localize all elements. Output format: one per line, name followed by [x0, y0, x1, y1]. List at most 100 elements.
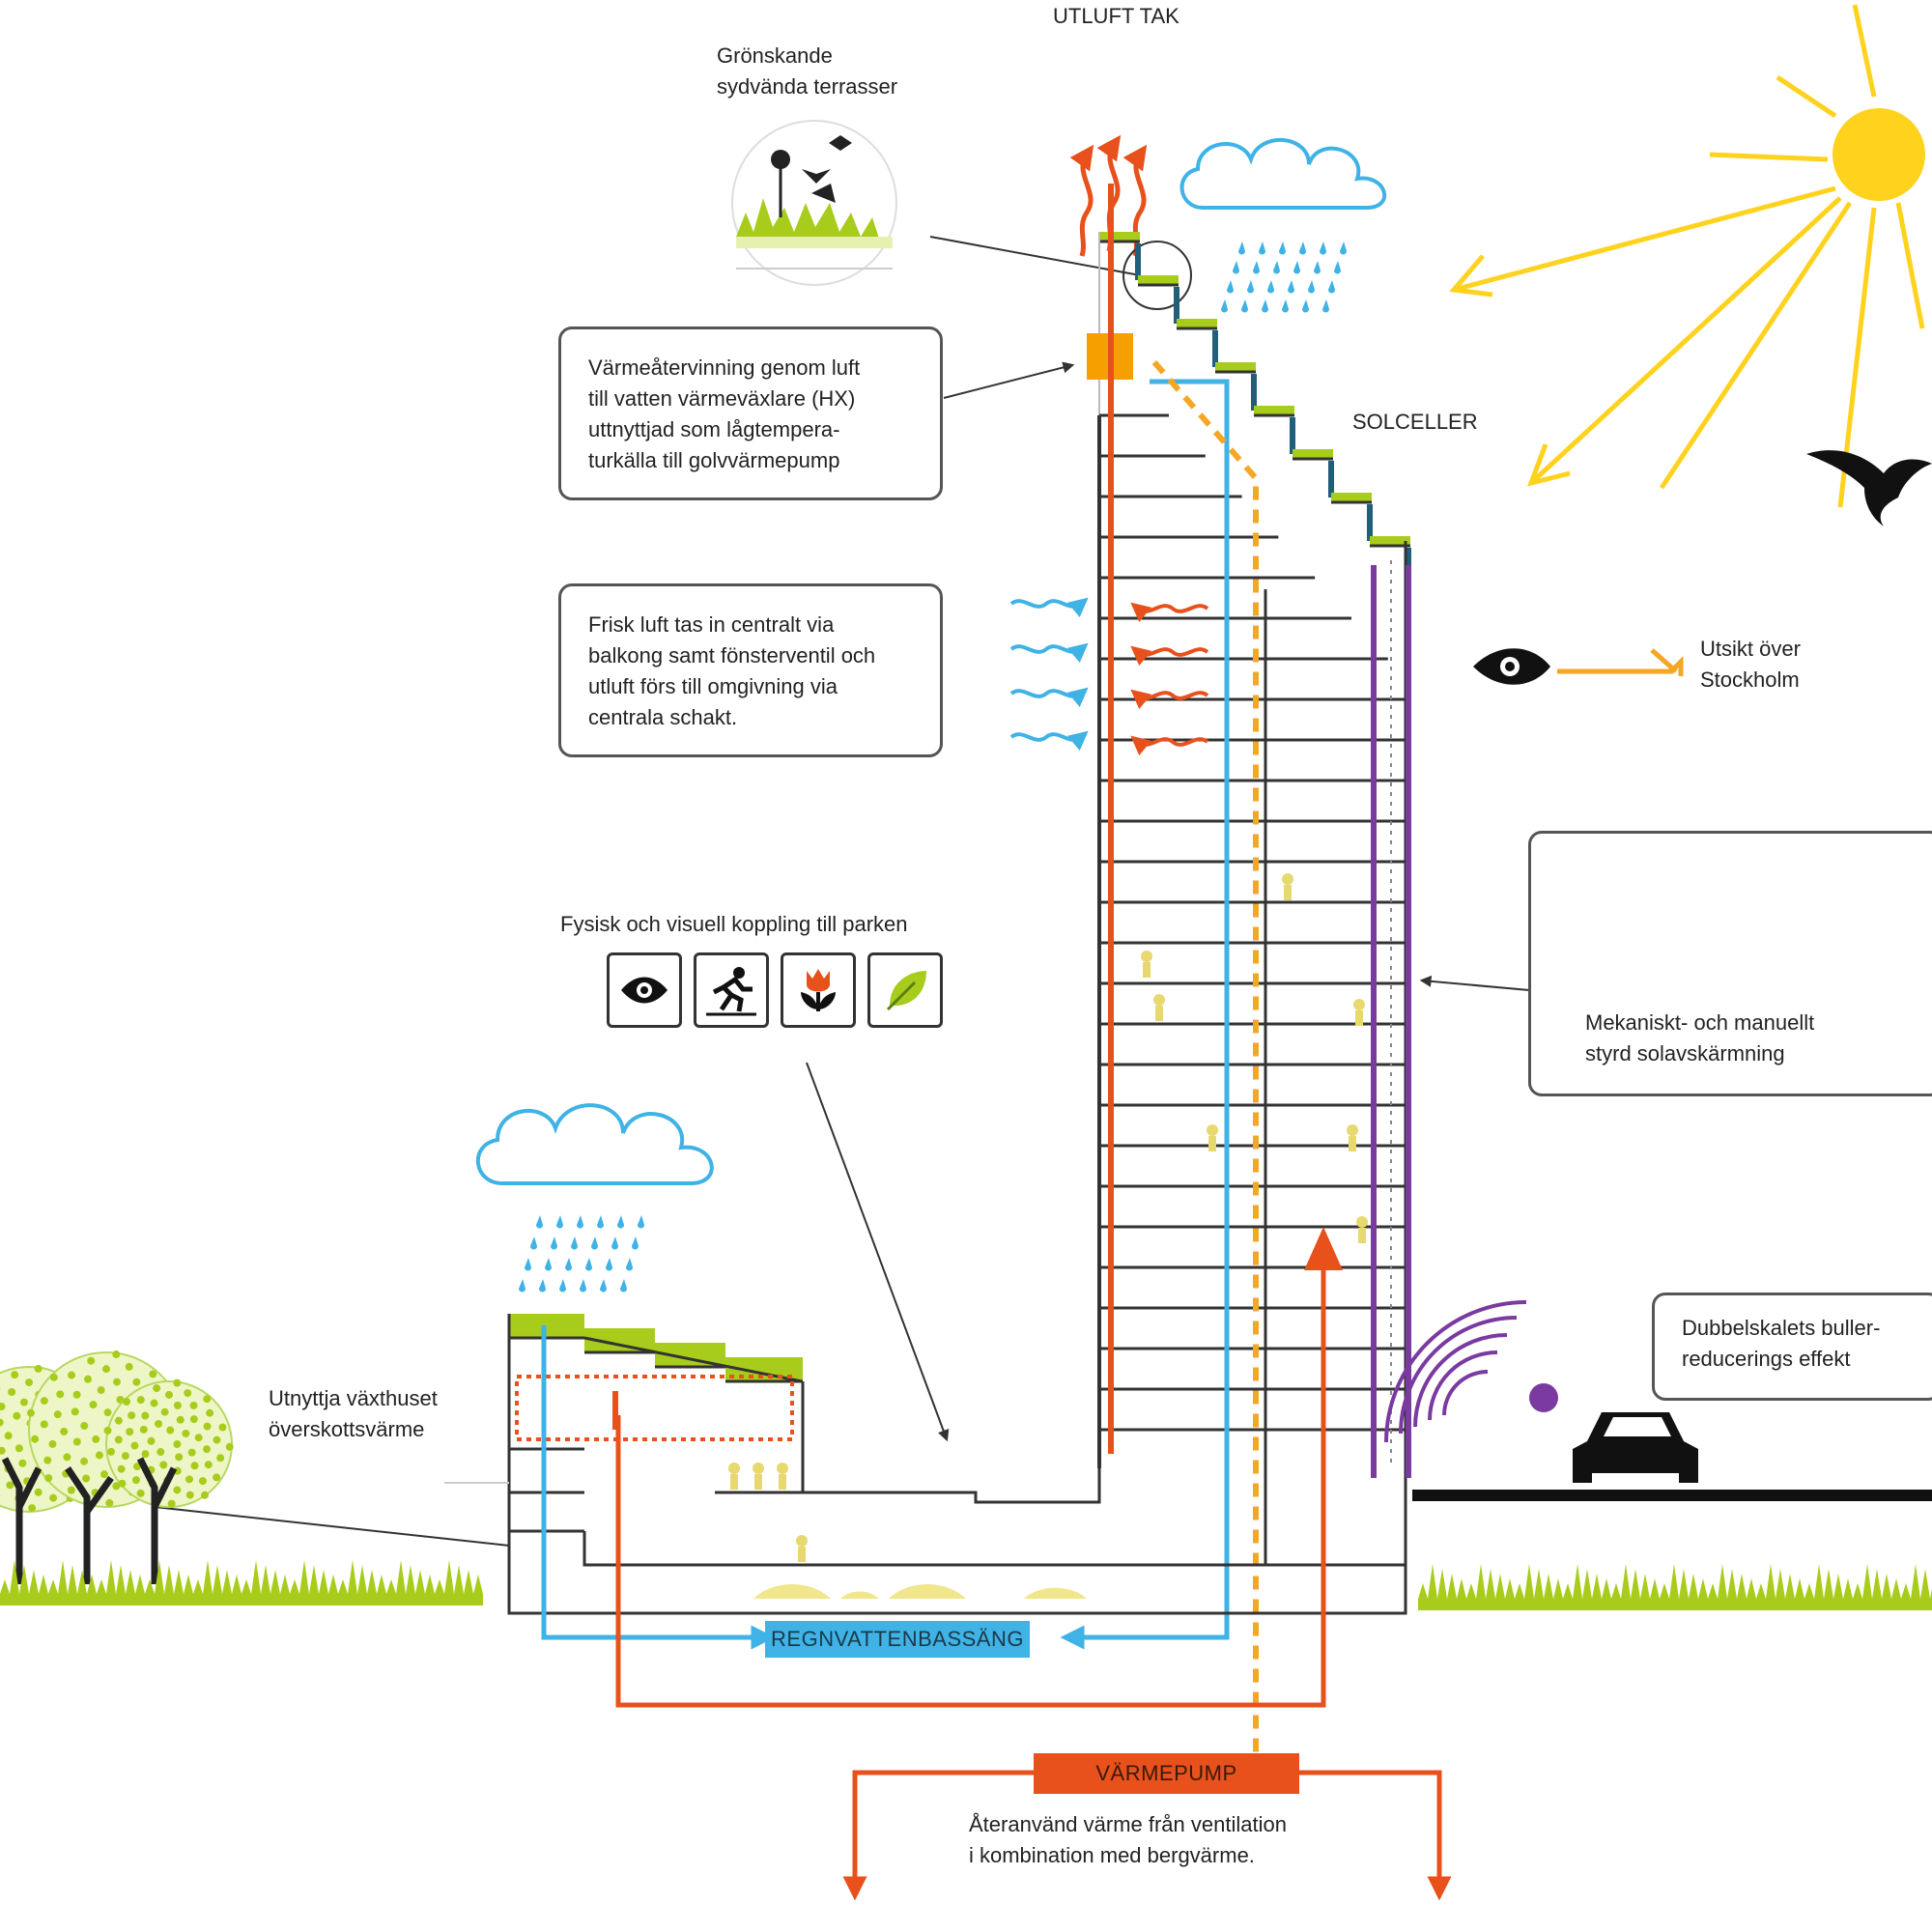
- park-eye-tile: [607, 952, 682, 1028]
- park-running-tile: [694, 952, 769, 1028]
- trees: [0, 1350, 234, 1584]
- leaf-dot: [173, 1378, 182, 1387]
- leaf-dot: [147, 1436, 156, 1445]
- green-terrace: [1254, 406, 1294, 415]
- leaf-dot: [184, 1389, 192, 1398]
- green-terrace: [1138, 275, 1179, 285]
- leaf-dot: [159, 1461, 168, 1469]
- ventilation-heat-line: [1151, 360, 1259, 1753]
- rain-drop: [530, 1236, 537, 1250]
- leaf-dot: [216, 1454, 225, 1463]
- grass: [0, 1560, 1932, 1610]
- leaf-dot: [156, 1448, 165, 1457]
- cloud-icon: [1179, 137, 1387, 210]
- up-arrow-icon: [1304, 1227, 1343, 1270]
- rain-drop: [1279, 242, 1286, 255]
- leaf-dot: [83, 1375, 92, 1383]
- leaf-dot: [153, 1384, 161, 1393]
- rain-drop: [1288, 280, 1294, 294]
- leaf-dot: [133, 1463, 142, 1471]
- leaf-dot: [80, 1457, 89, 1465]
- fresh-air-arrows: [1009, 597, 1089, 752]
- rain-drop: [1282, 299, 1289, 313]
- rain-drop: [1273, 261, 1280, 274]
- leaf-dot: [28, 1504, 37, 1513]
- leaf-dot: [107, 1447, 116, 1456]
- leaf-dot: [160, 1407, 169, 1416]
- leaf-dot: [43, 1456, 52, 1464]
- rain-drop: [565, 1258, 572, 1271]
- leaf-dot: [67, 1486, 75, 1494]
- leaf-dot: [204, 1461, 213, 1469]
- leaf-dot: [8, 1388, 16, 1397]
- leaf-dot: [49, 1373, 58, 1381]
- leaf-dot: [97, 1386, 105, 1395]
- rain-drop: [1259, 242, 1265, 255]
- rain-drop: [597, 1215, 604, 1229]
- leaf-dot: [68, 1371, 76, 1379]
- leaf-dot: [175, 1453, 184, 1462]
- leaf-dot: [136, 1396, 145, 1405]
- cloud-icon: [475, 1103, 714, 1185]
- solar-cells-label: SOLCELLER: [1352, 410, 1478, 434]
- eye-icon: [621, 977, 668, 1004]
- rain-drop: [611, 1236, 618, 1250]
- leaf-dot: [14, 1444, 23, 1453]
- leaf-dot: [128, 1411, 136, 1420]
- roof-exhaust-label: UTLUFT TAK: [1053, 4, 1179, 28]
- leaf-dot: [141, 1450, 150, 1459]
- sun-icon: [1449, 4, 1925, 508]
- leaf-dot: [203, 1445, 212, 1454]
- leaf-dot: [173, 1466, 182, 1475]
- leaf-dot: [80, 1421, 89, 1430]
- leaf-dot: [173, 1401, 182, 1409]
- rain-drop: [1267, 280, 1274, 294]
- green-terrace: [1331, 493, 1372, 502]
- terraces-label: Grönskande sydvända terrasser: [717, 43, 898, 99]
- rain-drop: [580, 1279, 586, 1293]
- leaf-dot: [0, 1446, 6, 1455]
- leaf-dot: [118, 1479, 127, 1488]
- leaf-dot: [187, 1448, 196, 1457]
- leaf-dot: [0, 1418, 4, 1427]
- fresh-air-box: Frisk luft tas in centralt via balkong s…: [558, 583, 943, 757]
- leaf-dot: [203, 1395, 212, 1404]
- rain-drop: [536, 1215, 543, 1229]
- rainwater-duct: [1082, 379, 1230, 1640]
- rain-drop: [632, 1236, 639, 1250]
- rain-drop: [1293, 261, 1300, 274]
- leaf-dot: [95, 1451, 103, 1460]
- leaf-dot: [213, 1435, 221, 1444]
- reuse-heat-label: Återanvänd värme från ventilation i komb…: [969, 1812, 1287, 1867]
- leaf-dot: [150, 1399, 158, 1407]
- leaf-dot: [13, 1411, 21, 1420]
- rain-drop: [617, 1215, 624, 1229]
- leaf-dot: [103, 1408, 112, 1417]
- leaf-dot: [167, 1499, 176, 1508]
- green-terrace: [1293, 449, 1333, 459]
- leaf-dot: [194, 1434, 203, 1442]
- rain-drop: [600, 1279, 607, 1293]
- exhaust-air-arrows: [1130, 602, 1209, 756]
- eye-icon: [1473, 648, 1550, 685]
- leaf-dot: [198, 1477, 207, 1486]
- rain-drop: [1262, 299, 1268, 313]
- people-figures: [728, 873, 1368, 1562]
- leaf-dot: [6, 1481, 14, 1490]
- rain-drop: [585, 1258, 592, 1271]
- noise-waves-icon: [1384, 1300, 1527, 1443]
- leaf-dot: [185, 1491, 194, 1499]
- tulip-icon: [801, 969, 836, 1011]
- rain-drop: [1334, 261, 1341, 274]
- rain-drop: [591, 1236, 598, 1250]
- leaf-dot: [18, 1459, 27, 1467]
- leaf-dot: [48, 1439, 57, 1448]
- rain-drop: [1322, 299, 1329, 313]
- leaf-dot: [149, 1370, 157, 1378]
- leaf-dot: [26, 1408, 35, 1417]
- rain-drop: [545, 1258, 552, 1271]
- rain-drop: [1253, 261, 1260, 274]
- car-icon: [1573, 1412, 1698, 1483]
- leaf-dot: [203, 1422, 212, 1431]
